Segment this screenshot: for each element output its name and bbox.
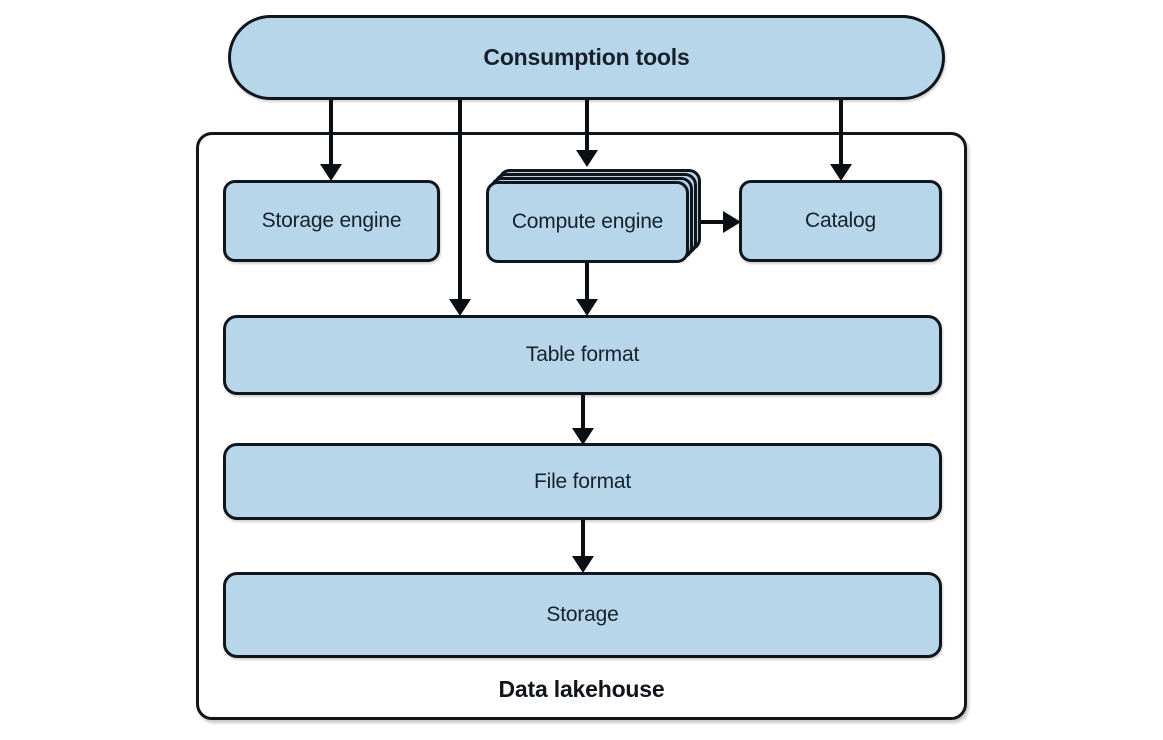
- storage-engine-node: Storage engine: [223, 180, 440, 262]
- compute-engine-front-box: Compute engine: [486, 181, 689, 263]
- consumption-tools-node: Consumption tools: [228, 15, 945, 100]
- consumption-tools-label: Consumption tools: [483, 44, 690, 70]
- storage-node: Storage: [223, 572, 942, 658]
- table-format-label: Table format: [525, 343, 640, 366]
- storage-engine-label: Storage engine: [261, 209, 402, 232]
- compute-engine-label: Compute engine: [511, 210, 664, 233]
- catalog-label: Catalog: [805, 209, 876, 232]
- table-format-node: Table format: [223, 315, 942, 395]
- data-lakehouse-label: Data lakehouse: [498, 676, 665, 702]
- compute-engine-node: Compute engine: [486, 169, 701, 263]
- storage-label: Storage: [546, 603, 619, 626]
- catalog-node: Catalog: [739, 180, 942, 262]
- file-format-label: File format: [534, 469, 631, 493]
- file-format-node: File format: [223, 443, 942, 520]
